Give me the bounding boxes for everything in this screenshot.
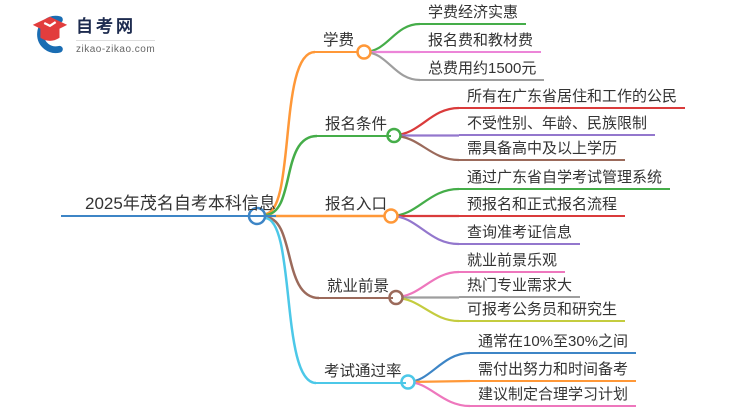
leaf-tuition-2: 报名费和教材费 <box>420 30 542 53</box>
edge-tuition-3 <box>363 50 421 82</box>
edge-root-prospects <box>264 215 320 300</box>
leaf-passrate-1: 通常在10%至30%之间 <box>470 331 637 354</box>
edge-root-tuition <box>264 50 316 216</box>
leaf-prospects-1: 就业前景乐观 <box>459 250 566 273</box>
edge-root-passrate <box>264 216 317 385</box>
entry-node-circle <box>383 208 399 224</box>
branch-prospects: 就业前景 <box>319 276 394 299</box>
site-logo: 自考网 zikao-zikao.com <box>28 10 156 56</box>
leaf-entry-1: 通过广东省自学考试管理系统 <box>459 167 671 190</box>
leaf-conditions-3: 需具备高中及以上学历 <box>459 138 626 161</box>
edge-prospects-3 <box>395 296 460 323</box>
edge-root-conditions <box>264 134 318 217</box>
edge-tuition-1 <box>363 22 421 54</box>
edge-passrate-1 <box>407 351 471 384</box>
logo-text: 自考网 zikao-zikao.com <box>76 10 156 55</box>
logo-title: 自考网 <box>76 17 136 36</box>
branch-entry: 报名入口 <box>325 196 388 213</box>
edge-conditions-1 <box>393 106 460 137</box>
branch-passrate: 考试通过率 <box>316 361 406 384</box>
edge-passrate-3 <box>407 380 471 408</box>
leaf-conditions-2: 不受性别、年龄、民族限制 <box>459 113 656 136</box>
branch-tuition: 学费 <box>315 30 359 53</box>
leaf-prospects-2: 热门专业需求大 <box>459 275 581 298</box>
leaf-prospects-3: 可报考公务员和研究生 <box>459 299 626 322</box>
leaf-entry-3: 查询准考证信息 <box>459 222 581 245</box>
edge-entry-1 <box>390 187 460 218</box>
edge-conditions-3 <box>393 134 460 162</box>
leaf-passrate-3: 建议制定合理学习计划 <box>470 384 637 407</box>
edge-entry-3 <box>390 214 460 246</box>
logo-domain: zikao-zikao.com <box>76 40 156 55</box>
leaf-tuition-1: 学费经济实惠 <box>420 2 527 25</box>
leaf-conditions-1: 所有在广东省居住和工作的公民 <box>459 86 686 109</box>
root-node: 2025年茂名自考本科信息 <box>61 193 276 217</box>
edge-prospects-1 <box>395 270 460 299</box>
edge-passrate-2 <box>407 379 471 384</box>
leaf-passrate-2: 需付出努力和时间备考 <box>470 359 637 382</box>
tuition-node-circle <box>356 44 372 60</box>
graduation-cap-logo-icon <box>32 15 68 54</box>
leaf-entry-2: 预报名和正式报名流程 <box>459 194 626 217</box>
branch-conditions: 报名条件 <box>317 114 392 137</box>
leaf-tuition-3: 总费用约1500元 <box>420 58 545 81</box>
